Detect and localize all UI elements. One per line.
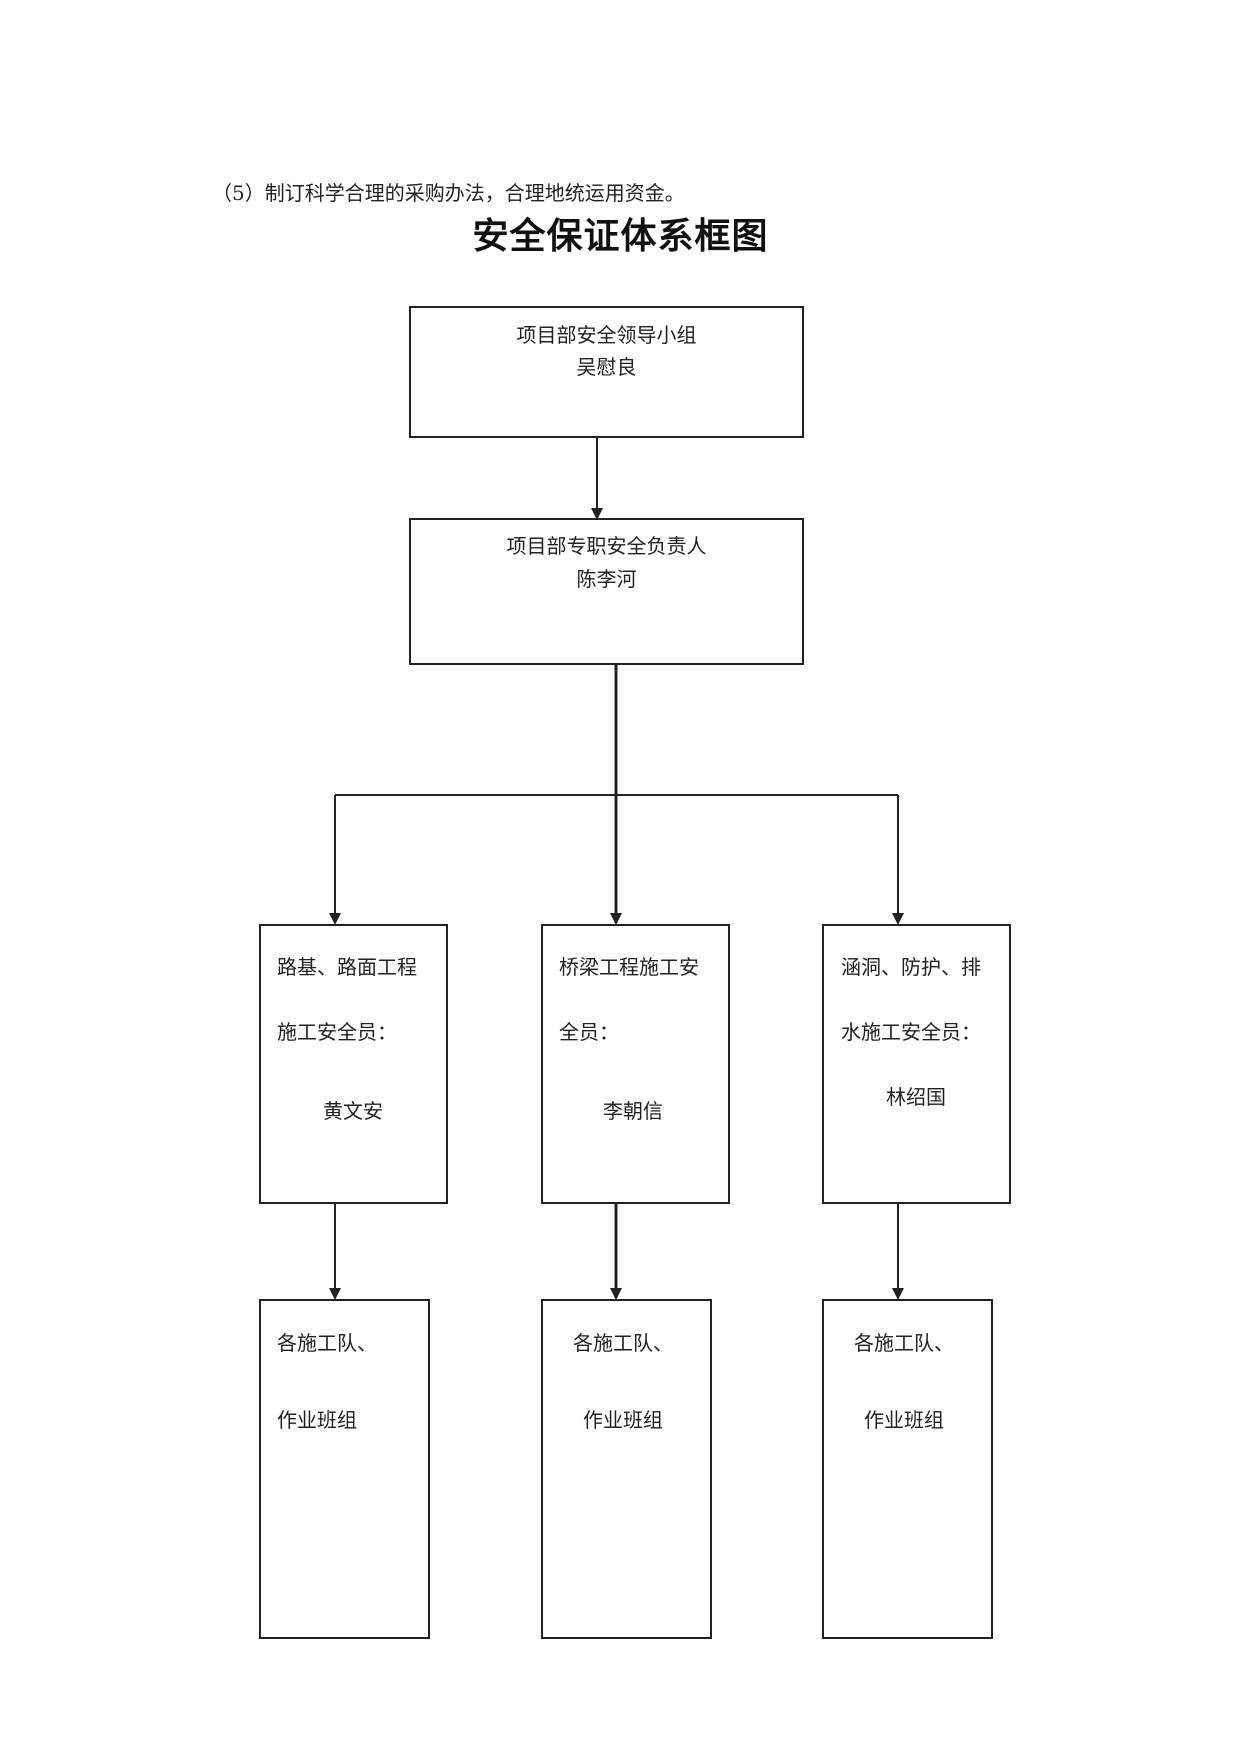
team-box-3: 各施工队、 作业班组 xyxy=(822,1299,993,1639)
officer-role-line2: 水施工安全员： xyxy=(841,1020,981,1044)
team-line2: 作业班组 xyxy=(277,1408,357,1432)
officer-box-subgrade: 路基、路面工程 施工安全员： 黄文安 xyxy=(259,924,448,1204)
leader-title: 项目部安全领导小组 xyxy=(516,323,697,347)
team-box-1: 各施工队、 作业班组 xyxy=(259,1299,430,1639)
team-line2: 作业班组 xyxy=(583,1408,663,1432)
officer-role-line1: 桥梁工程施工安 xyxy=(559,955,699,979)
diagram-title: 安全保证体系框图 xyxy=(472,216,769,257)
officer-name: 黄文安 xyxy=(323,1099,383,1123)
officer-box-culvert: 涵洞、防护、排 水施工安全员： 林绍国 xyxy=(822,924,1011,1204)
team-box-2: 各施工队、 作业班组 xyxy=(541,1299,712,1639)
officer-role-line2: 全员： xyxy=(559,1020,619,1044)
officer-role-line1: 涵洞、防护、排 xyxy=(841,955,981,979)
team-line1: 各施工队、 xyxy=(573,1331,673,1355)
manager-title: 项目部专职安全负责人 xyxy=(506,534,707,558)
officer-box-bridge: 桥梁工程施工安 全员： 李朝信 xyxy=(541,924,730,1204)
team-line1: 各施工队、 xyxy=(854,1331,954,1355)
officer-role-line2: 施工安全员： xyxy=(277,1020,397,1044)
manager-box: 项目部专职安全负责人 陈李河 xyxy=(409,518,804,665)
officer-name: 李朝信 xyxy=(603,1099,663,1123)
team-line1: 各施工队、 xyxy=(277,1331,377,1355)
intro-text: （5）制订科学合理的采购办法，合理地统运用资金。 xyxy=(212,181,685,205)
leader-box: 项目部安全领导小组 吴慰良 xyxy=(409,306,804,438)
officer-role-line1: 路基、路面工程 xyxy=(277,955,417,979)
officer-name: 林绍国 xyxy=(886,1085,946,1109)
team-line2: 作业班组 xyxy=(864,1408,944,1432)
manager-name: 陈李河 xyxy=(576,567,637,591)
leader-name: 吴慰良 xyxy=(576,355,637,379)
